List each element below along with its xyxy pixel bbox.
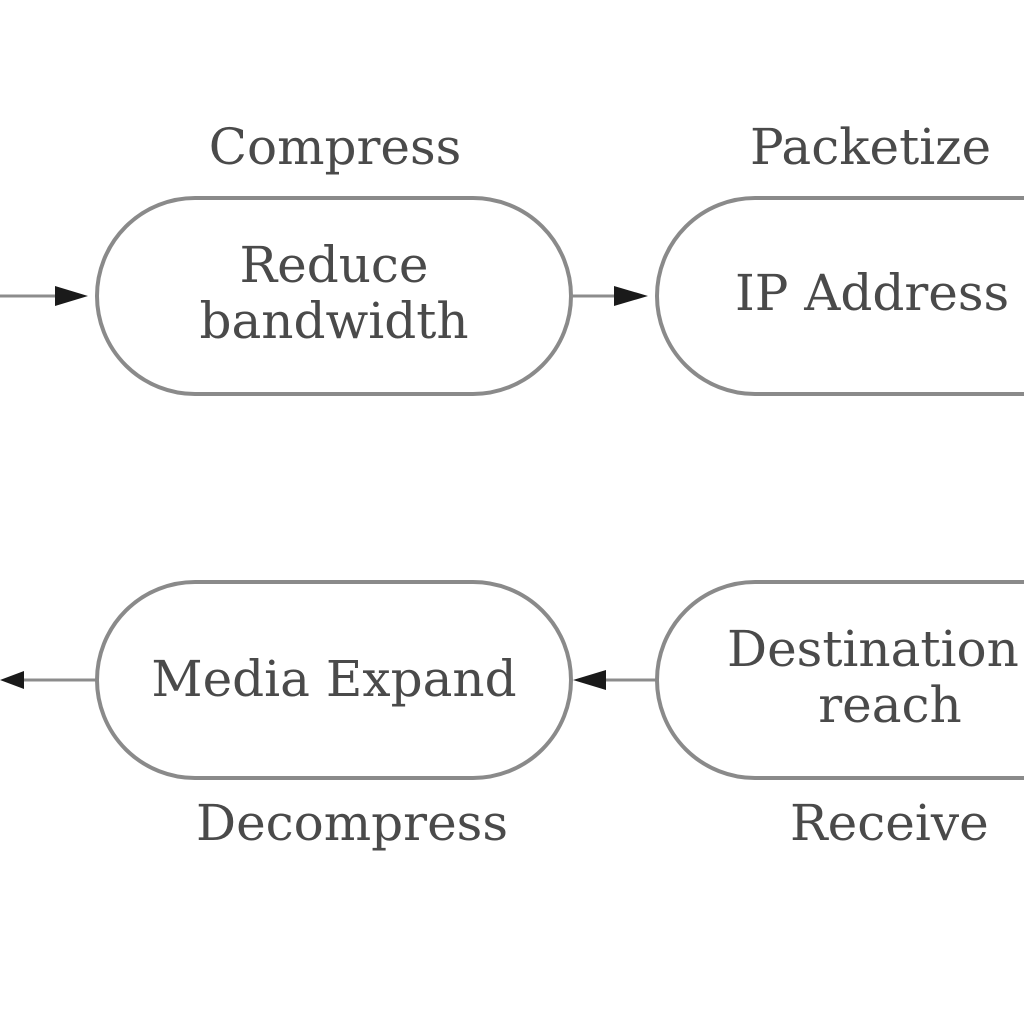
node-destination-reach bbox=[655, 580, 1024, 780]
arrowhead-into-ip-address bbox=[614, 286, 648, 306]
node-media-expand-label: Media Expand bbox=[151, 650, 516, 708]
node-ip-address-label: IP Address bbox=[735, 264, 1009, 322]
node-media-expand bbox=[95, 580, 573, 780]
stage-label-receive: Receive bbox=[790, 794, 989, 852]
arrowhead-into-media-expand bbox=[573, 670, 606, 690]
stage-label-decompress: Decompress bbox=[196, 794, 508, 852]
node-ip-address bbox=[655, 196, 1024, 396]
node-reduce-bandwidth-line-1: Reduce bbox=[239, 236, 428, 294]
arrowhead-into-reduce bbox=[55, 286, 88, 306]
node-destination-reach-line-1: Destination bbox=[727, 620, 1019, 678]
node-reduce-bandwidth-line-2: bandwidth bbox=[199, 292, 468, 350]
arrowhead-output bbox=[0, 671, 24, 689]
stage-label-packetize: Packetize bbox=[750, 118, 991, 176]
node-destination-reach-line-2: reach bbox=[818, 676, 962, 734]
stage-label-compress: Compress bbox=[209, 118, 462, 176]
